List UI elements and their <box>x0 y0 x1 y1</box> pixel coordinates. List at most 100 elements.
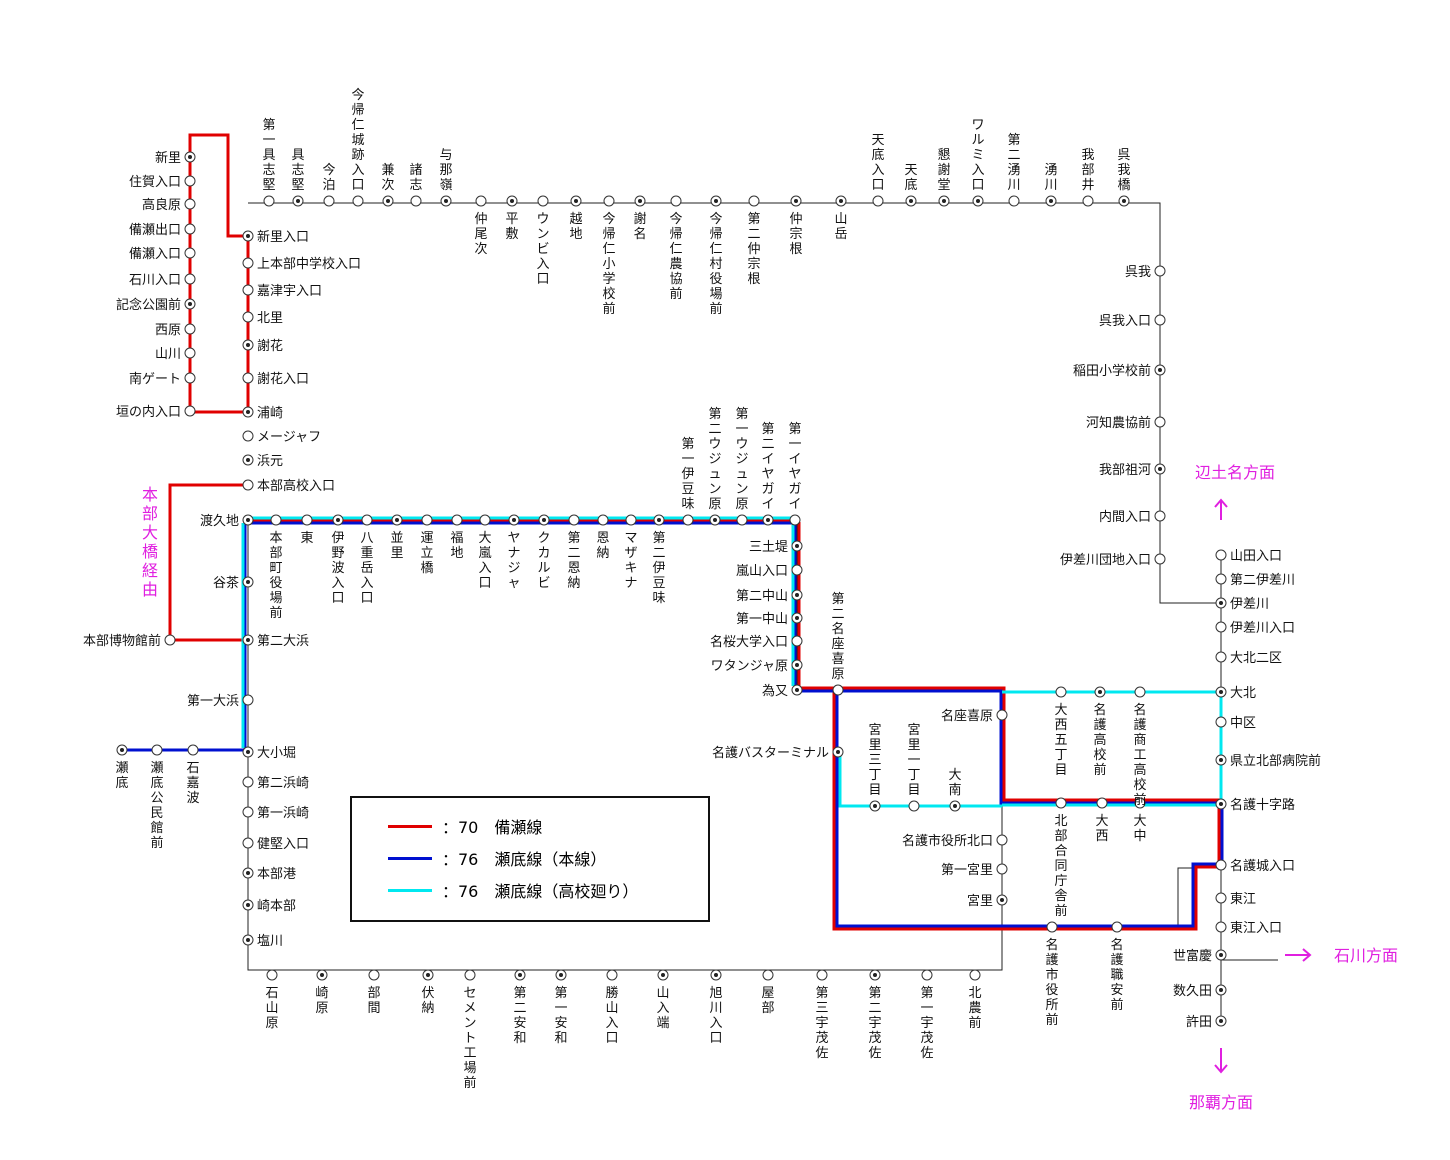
stop-katsuu-marker[interactable] <box>242 284 254 296</box>
stop-nakijin_nokyo-marker[interactable] <box>670 195 682 207</box>
stop-daiichi_izumi-marker[interactable] <box>682 514 694 526</box>
stop-nishibaru-marker[interactable] <box>184 323 196 335</box>
stop-ishikawairi-marker[interactable] <box>184 273 196 285</box>
stop-miyazato-busstop-dot <box>1000 898 1004 902</box>
stop-okita2-marker[interactable] <box>1215 651 1227 663</box>
stop-yaedake-marker[interactable] <box>361 514 373 526</box>
stop-daiichi_miyazato-marker[interactable] <box>996 863 1008 875</box>
stop-motobu_office-marker[interactable] <box>270 514 282 526</box>
stop-daini_onna-marker[interactable] <box>568 514 580 526</box>
stop-oarashi-marker[interactable] <box>479 514 491 526</box>
stop-higashi-marker[interactable] <box>301 514 313 526</box>
stop-daini_awa-busstop-dot <box>518 973 522 977</box>
stop-ishiyamabaru-label: 石山原 <box>265 986 278 1031</box>
stop-untateba-marker[interactable] <box>421 514 433 526</box>
stop-nakijin_school-marker[interactable] <box>603 195 615 207</box>
stop-uchima-marker[interactable] <box>1154 510 1166 522</box>
stop-urasaki-busstop-dot <box>246 410 250 414</box>
stop-takarabaru-marker[interactable] <box>184 198 196 210</box>
stop-cement-marker[interactable] <box>464 969 476 981</box>
stop-gogairi-label: 呉我入口 <box>1099 314 1151 329</box>
stop-sugaiu-marker[interactable] <box>184 175 196 187</box>
stop-ishiyamabaru-marker[interactable] <box>266 969 278 981</box>
stop-arashiyama-marker[interactable] <box>791 564 803 576</box>
stop-yabu-marker[interactable] <box>762 969 774 981</box>
stop-kamimotobu-marker[interactable] <box>242 257 254 269</box>
stop-onishi-marker[interactable] <box>1096 797 1108 809</box>
stop-higashieiri-marker[interactable] <box>1215 921 1227 933</box>
stop-motobuhs-marker[interactable] <box>242 479 254 491</box>
stop-imadomari-marker[interactable] <box>323 195 335 207</box>
stop-daiichi_iyagai-marker[interactable] <box>789 514 801 526</box>
stop-nakijin_castle-marker[interactable] <box>352 195 364 207</box>
stop-daini_izumi-busstop-dot <box>657 518 661 522</box>
stop-daiichi_ujun-label: 第一ウジュン原 <box>735 407 748 512</box>
stop-kawachi-marker[interactable] <box>1154 416 1166 428</box>
stop-shiokawa-label: 塩川 <box>257 934 283 949</box>
stop-naka_ku-marker[interactable] <box>1215 716 1227 728</box>
stop-tesokoiri-label: 天底入口 <box>871 133 884 193</box>
stop-nakaoshi-marker[interactable] <box>475 195 487 207</box>
stop-minamigate-marker[interactable] <box>184 372 196 384</box>
stop-yamakawa-marker[interactable] <box>184 347 196 359</box>
stop-unbi-marker[interactable] <box>537 195 549 207</box>
legend-item-sesoko-main: ：76 瀬底線（本線） <box>442 850 607 869</box>
stop-nago_castle-marker[interactable] <box>1215 859 1227 871</box>
stop-bema-label: 部間 <box>367 986 380 1016</box>
stop-bema-marker[interactable] <box>368 969 380 981</box>
stop-daini_wakugawa-marker[interactable] <box>1008 195 1020 207</box>
stop-onna-marker[interactable] <box>597 514 609 526</box>
stop-biseiri-marker[interactable] <box>184 247 196 259</box>
stop-daini_nagokiha-marker[interactable] <box>832 684 844 696</box>
stop-isagawairi-marker[interactable] <box>1215 621 1227 633</box>
stop-gabui-marker[interactable] <box>1082 195 1094 207</box>
stop-sakibaru-busstop-dot <box>320 973 324 977</box>
stop-nagokiha-marker[interactable] <box>996 709 1008 721</box>
stop-shimbuyama-marker[interactable] <box>263 195 275 207</box>
stop-isagawa_danchi-marker[interactable] <box>1154 553 1166 565</box>
stop-jaanairi-marker[interactable] <box>242 372 254 384</box>
stop-nago_comm-marker[interactable] <box>1134 686 1146 698</box>
stop-higashie-marker[interactable] <box>1215 892 1227 904</box>
stop-kitazato-marker[interactable] <box>242 311 254 323</box>
stop-sesokokomin-marker[interactable] <box>151 744 163 756</box>
stop-daini_isagawa-marker[interactable] <box>1215 573 1227 585</box>
stop-museum-marker[interactable] <box>164 634 176 646</box>
stop-goga-marker[interactable] <box>1154 265 1166 277</box>
stop-tanchaa-label: 谷茶 <box>213 575 239 591</box>
stop-gogairi-marker[interactable] <box>1154 314 1166 326</box>
stop-katsuyama-marker[interactable] <box>606 969 618 981</box>
stop-ishikaha-marker[interactable] <box>187 744 199 756</box>
stop-daisan_umusa-marker[interactable] <box>816 969 828 981</box>
stop-daini_nakasone-marker[interactable] <box>748 195 760 207</box>
stop-kakinouchi-marker[interactable] <box>184 405 196 417</box>
stop-miyazato1-marker[interactable] <box>908 800 920 812</box>
stop-yamadairi-marker[interactable] <box>1215 549 1227 561</box>
stop-kenkeniri-marker[interactable] <box>242 837 254 849</box>
stop-daiichi_ujun-marker[interactable] <box>736 514 748 526</box>
stop-onishi5-marker[interactable] <box>1055 686 1067 698</box>
stop-daiichi_hamasaki-marker[interactable] <box>242 806 254 818</box>
stop-sugaiu-label: 住賀入口 <box>129 175 181 190</box>
stop-onaka-marker[interactable] <box>1134 797 1146 809</box>
stop-daini_hamasaki-marker[interactable] <box>242 776 254 788</box>
stop-nago_shokuan-marker[interactable] <box>1111 921 1123 933</box>
stop-nago_cityhall-marker[interactable] <box>1046 921 1058 933</box>
stop-daiichi_umusa-marker[interactable] <box>921 969 933 981</box>
stop-meio-marker[interactable] <box>791 635 803 647</box>
stop-mejafu-marker[interactable] <box>242 430 254 442</box>
stop-bisede-marker[interactable] <box>184 223 196 235</box>
stop-hokubu_godo-marker[interactable] <box>1055 797 1067 809</box>
stop-daiichi_ohama-marker[interactable] <box>242 694 254 706</box>
stop-arashiyama-label: 嵐山入口 <box>736 564 788 579</box>
stop-hamamoto-label: 浜元 <box>257 454 283 469</box>
stop-nago_cityhall_n-marker[interactable] <box>996 834 1008 846</box>
stop-kitanou-marker[interactable] <box>969 969 981 981</box>
stop-shoshi-marker[interactable] <box>410 195 422 207</box>
stop-nago_comm-label: 名護商工高校前 <box>1133 702 1146 808</box>
stop-daini_iyagai-label: 第二イヤガイ <box>761 422 774 512</box>
stop-hokubu_hosp-busstop-dot <box>1219 758 1223 762</box>
stop-tesokoiri-marker[interactable] <box>872 195 884 207</box>
stop-fukuchi-marker[interactable] <box>451 514 463 526</box>
stop-mazakina-marker[interactable] <box>625 514 637 526</box>
